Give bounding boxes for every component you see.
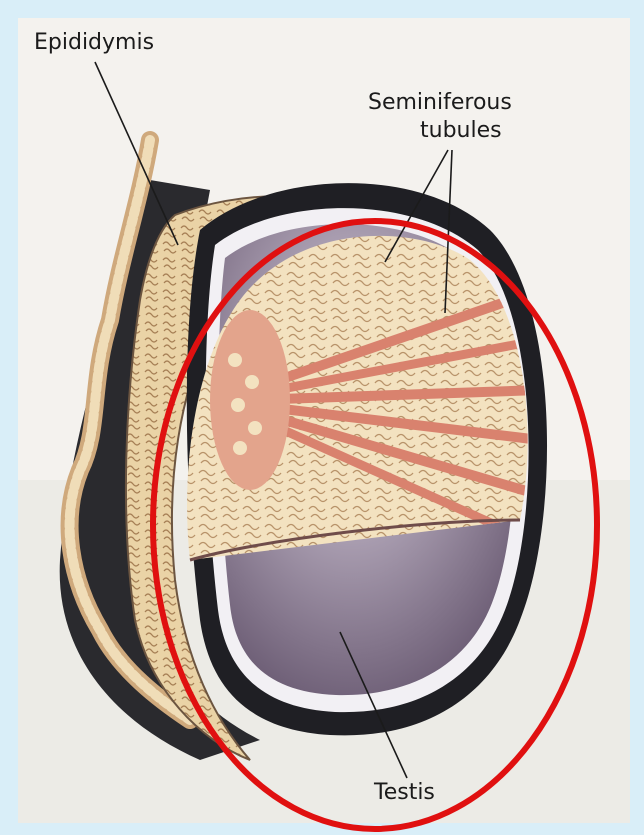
- label-tubules: tubules: [420, 118, 502, 144]
- label-testis: Testis: [374, 780, 435, 806]
- label-seminiferous: Seminiferous: [368, 90, 512, 116]
- label-epididymis: Epididymis: [34, 30, 154, 56]
